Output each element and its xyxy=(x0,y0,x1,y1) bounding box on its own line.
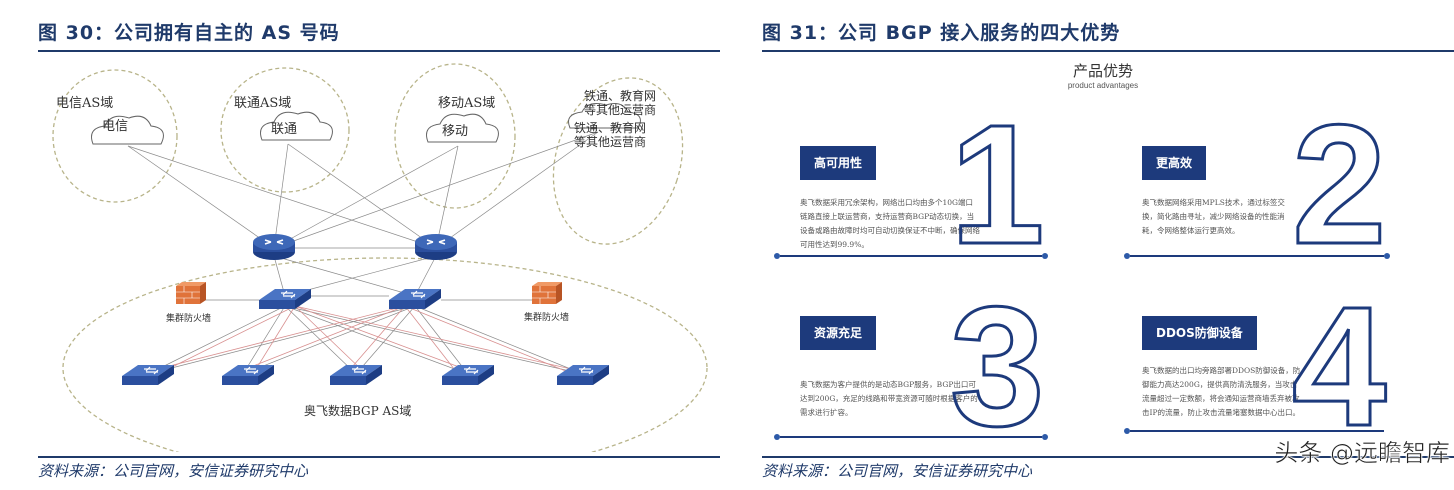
figure-30-source: 资料来源：公司官网，安信证券研究中心 xyxy=(38,462,309,480)
card-4-tag: DDOS防御设备 xyxy=(1142,316,1257,350)
card-3-number: 3 xyxy=(949,272,1047,462)
access-switch xyxy=(221,364,275,386)
network-topology-graphic xyxy=(52,63,708,452)
figure-30-title: 图 30：公司拥有自主的 AS 号码 xyxy=(38,22,340,44)
card-3-tag: 资源充足 xyxy=(800,316,877,350)
card-3-baseline xyxy=(780,436,1042,438)
other-carriers-label: 铁通、教育网 等其他运营商 xyxy=(584,89,657,117)
aofei-as-domain-label: 奥飞数据BGP AS域 xyxy=(304,404,412,418)
access-switch xyxy=(121,364,175,386)
card-4-baseline xyxy=(1130,430,1384,432)
title-divider xyxy=(38,50,720,52)
card-4-number: 4 xyxy=(1291,272,1389,462)
figure-31-source: 资料来源：公司官网，安信证券研究中心 xyxy=(762,462,1033,480)
card-3-text: 奥飞数据为客户提供的是动态BGP服务，BGP出口可达到200G，充足的线路和带宽… xyxy=(800,380,978,417)
title-divider xyxy=(762,50,1454,52)
access-switch xyxy=(556,364,610,386)
card-1-tag: 高可用性 xyxy=(800,146,877,180)
source-divider xyxy=(38,456,720,458)
firewall-left-label: 集群防火墙 xyxy=(166,314,212,324)
domain-label-unicom: 联通AS域 xyxy=(234,96,292,111)
domain-label-mobile: 移动AS域 xyxy=(438,96,496,111)
card-2-number: 2 xyxy=(1291,90,1389,280)
core-switch-right xyxy=(388,288,442,310)
card-4-text: 奥飞数据的出口均旁路部署DDOS防御设备，防御能力高达200G，提供高防清洗服务… xyxy=(1142,366,1301,417)
firewall-left-icon xyxy=(175,281,207,305)
card-4-dot-left xyxy=(1124,428,1130,434)
watermark: 头条 @远瞻智库 xyxy=(1274,439,1450,468)
as-network-diagram: 电信AS域 电信 联通AS域 联通 移动AS域 移动 铁通、教育网 等其他运营商… xyxy=(38,56,718,452)
card-1-dot-left xyxy=(774,253,780,259)
firewall-right-label: 集群防火墙 xyxy=(524,313,570,323)
card-1-dot-right xyxy=(1042,253,1048,259)
advantages-heading: 产品优势 xyxy=(1072,62,1133,80)
border-router-right xyxy=(414,233,458,261)
card-2-baseline xyxy=(1130,255,1384,257)
card-2-text: 奥飞数据网络采用MPLS技术，通过标签交换，简化路由寻址，减少网络设备的性能消耗… xyxy=(1142,198,1285,235)
border-router-left xyxy=(252,233,296,261)
card-3-dot-right xyxy=(1042,434,1048,440)
advantages-subheading: product advantages xyxy=(1067,81,1139,90)
source-divider xyxy=(762,456,1454,458)
firewall-right-icon xyxy=(531,281,563,305)
domain-label-telecom: 电信AS域 xyxy=(56,96,114,111)
access-switch xyxy=(329,364,383,386)
card-2-tag: 更高效 xyxy=(1142,146,1207,180)
access-switch xyxy=(441,364,495,386)
card-1-baseline xyxy=(780,255,1042,257)
other-carriers-cloud-label: 铁通、教育网 等其他运营商 xyxy=(574,121,647,149)
card-3-dot-left xyxy=(774,434,780,440)
figure-31-panel: 图 31：公司 BGP 接入服务的四大优势 产品优势 product advan… xyxy=(752,0,1454,490)
core-switch-left xyxy=(258,288,312,310)
card-1-number: 1 xyxy=(949,90,1047,280)
figure-31-title: 图 31：公司 BGP 接入服务的四大优势 xyxy=(762,22,1121,44)
figure-30-panel: 图 30：公司拥有自主的 AS 号码 xyxy=(0,0,726,490)
cloud-label-mobile: 移动 xyxy=(442,124,469,139)
cloud-label-telecom: 电信 xyxy=(102,119,129,134)
card-2-dot-right xyxy=(1384,253,1390,259)
cloud-label-unicom: 联通 xyxy=(271,122,298,137)
card-1-text: 奥飞数据采用冗余架构，网络出口均由多个10G端口链路直接上联运营商，支持运营商B… xyxy=(800,198,980,249)
card-2-dot-left xyxy=(1124,253,1130,259)
